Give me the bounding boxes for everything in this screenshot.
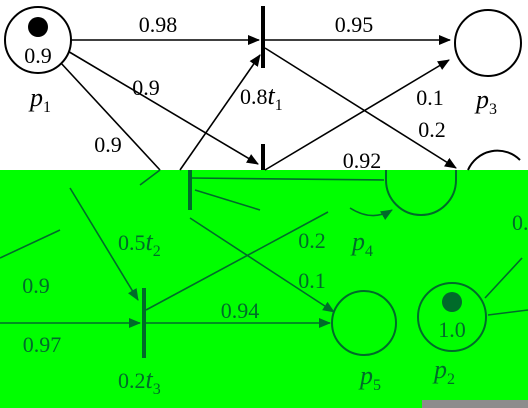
transition-t2-label: 0.5t2 bbox=[118, 227, 161, 260]
arc-t1-p4 bbox=[264, 47, 457, 169]
arc-t3-up bbox=[145, 211, 329, 311]
transition-t3-label: 0.2t3 bbox=[118, 365, 161, 398]
arc-t1-p3-lower-weight: 0.1 bbox=[416, 85, 444, 110]
arc-t2-fade bbox=[194, 189, 261, 211]
transition-t1-label: 0.8t1 bbox=[240, 81, 283, 114]
place-p4-top-arc bbox=[467, 149, 521, 171]
place-p3 bbox=[454, 9, 522, 77]
arc-in-t3-weight: 0.97 bbox=[23, 332, 62, 357]
arc-t2-p5-weight: 0.1 bbox=[298, 268, 326, 293]
arc-t3-p5-weight: 0.94 bbox=[221, 298, 260, 323]
place-p4 bbox=[385, 170, 457, 216]
place-p1-label: p1 bbox=[28, 83, 51, 116]
arc-t2-t1 bbox=[179, 54, 261, 171]
arc-p1-down-weight: 0.9 bbox=[94, 132, 122, 157]
arc-left-edge bbox=[0, 229, 61, 259]
arc-p2-right bbox=[484, 257, 523, 299]
place-p3-label: p3 bbox=[474, 85, 497, 118]
arc-p1-down bbox=[59, 61, 161, 171]
place-p2 bbox=[417, 282, 487, 352]
place-p2-token bbox=[442, 292, 462, 312]
mid-right-weight: 0.92 bbox=[343, 148, 382, 173]
place-p5 bbox=[331, 290, 397, 356]
arc-t1-p3-weight: 0.95 bbox=[335, 12, 374, 37]
arc-p1-down-cont bbox=[139, 169, 161, 186]
bottom-gray-bar bbox=[422, 400, 528, 408]
arc-t2-p4-weight: 0.2 bbox=[298, 228, 326, 253]
place-p4-label: p4 bbox=[350, 227, 373, 260]
arc-mid-to-p4 bbox=[189, 177, 385, 181]
place-p5-label: p5 bbox=[358, 361, 381, 394]
arc-p1-t1-weight: 0.98 bbox=[139, 12, 178, 37]
arc-p1-right-weight: 0.9 bbox=[132, 75, 160, 100]
arc-left-t3 bbox=[69, 187, 139, 301]
arc-t1-p3-lower bbox=[264, 59, 450, 171]
arc-p4-loop bbox=[349, 207, 393, 220]
arc-left-t3-weight: 0.9 bbox=[22, 273, 50, 298]
arc-p2-out bbox=[487, 309, 528, 316]
arc-p2-right-weight: 0.9 bbox=[512, 210, 528, 235]
place-p2-label: p2 bbox=[432, 355, 455, 388]
arc-t2-p5 bbox=[189, 217, 335, 313]
place-p1-token bbox=[28, 17, 48, 37]
arc-t1-p4-weight: 0.2 bbox=[418, 117, 446, 142]
place-p1 bbox=[4, 6, 72, 74]
arc-p1-right bbox=[65, 49, 259, 165]
place-p2-marking: 1.0 bbox=[438, 317, 466, 342]
place-p1-marking: 0.9 bbox=[24, 43, 52, 68]
